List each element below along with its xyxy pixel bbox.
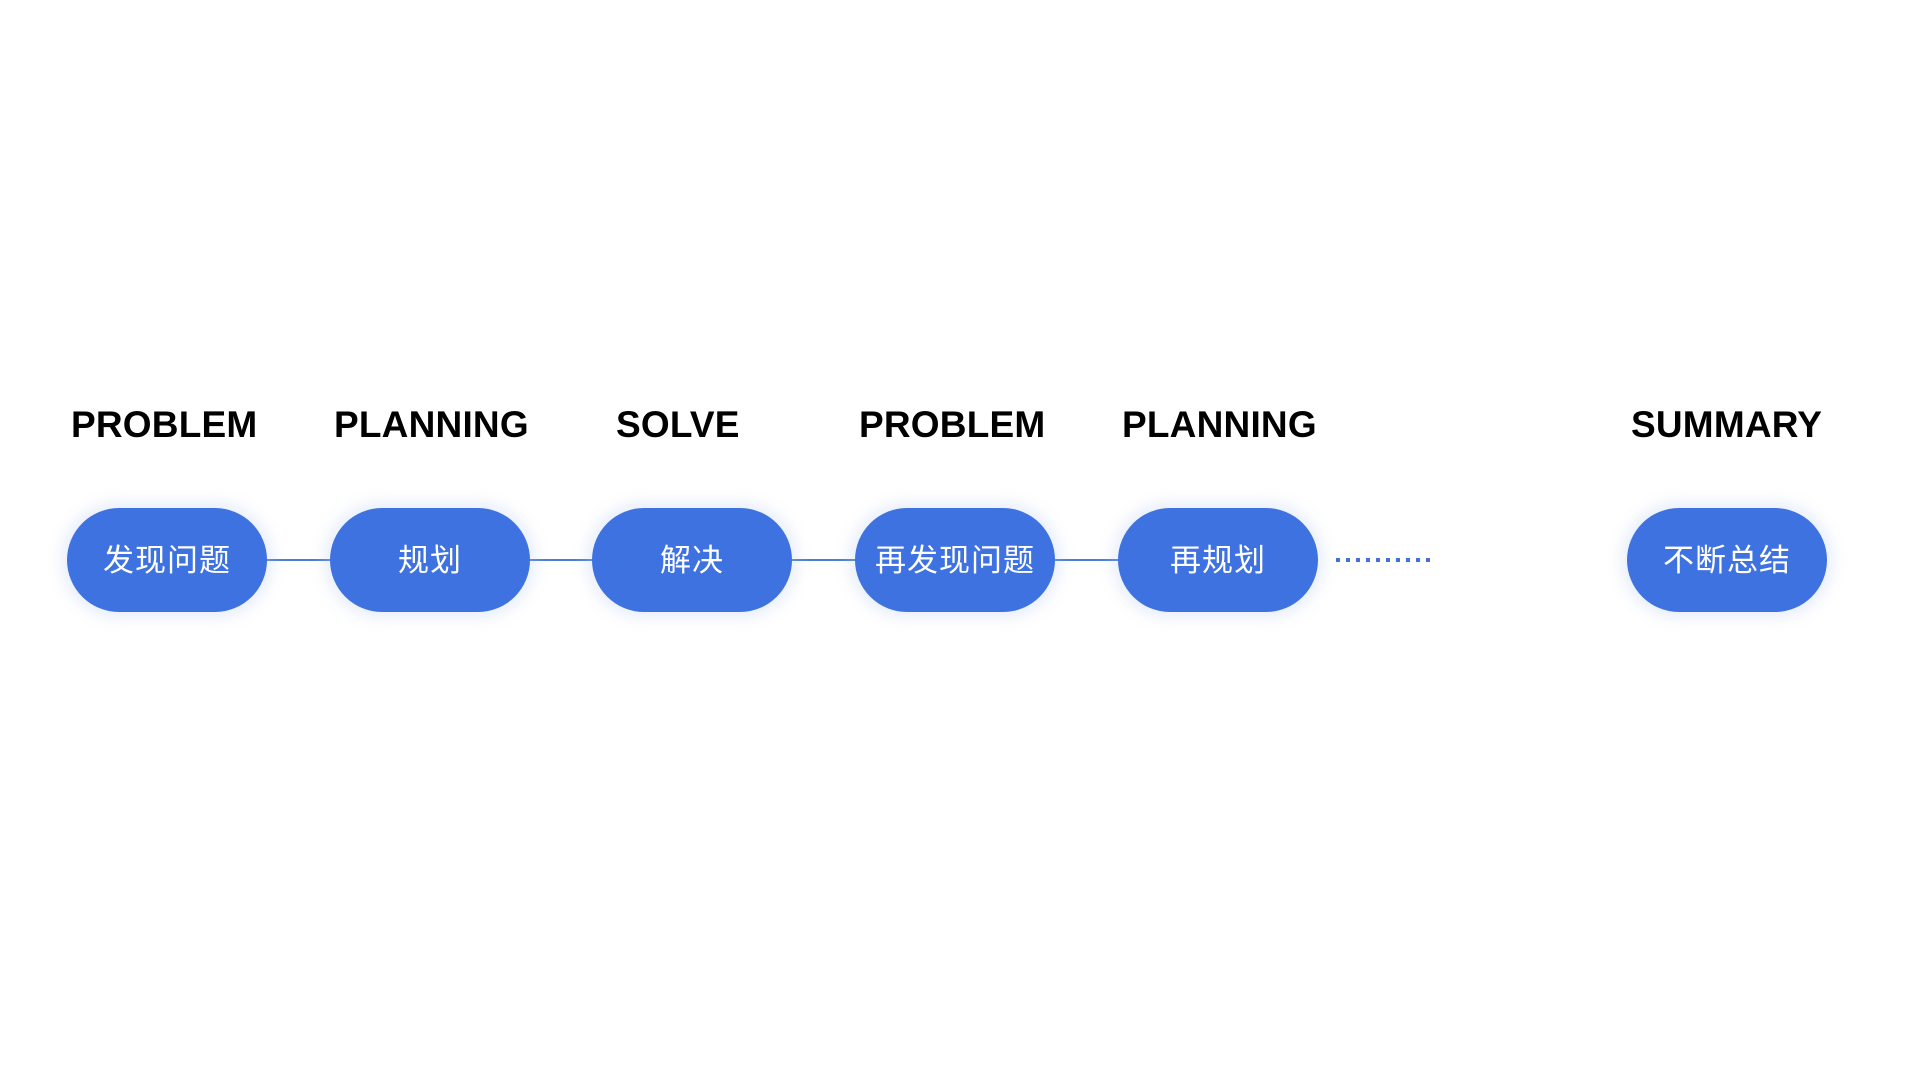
flow-stage: PLANNING 再规划 [1118, 400, 1318, 630]
flow-stage: SOLVE 解决 [592, 400, 792, 630]
stage-node-label: 再发现问题 [875, 542, 1035, 578]
flow-stage: PROBLEM 发现问题 [67, 400, 267, 630]
stage-node-pill[interactable]: 再发现问题 [855, 508, 1055, 612]
stage-node-label: 再规划 [1170, 542, 1266, 578]
stage-label: PLANNING [1122, 404, 1317, 445]
stage-node-pill[interactable]: 解决 [592, 508, 792, 612]
flow-stage: SUMMARY 不断总结 [1627, 400, 1827, 630]
flow-connector-dotted [1336, 558, 1436, 562]
flow-connector [265, 559, 332, 561]
flow-connector [790, 559, 857, 561]
stage-label: PLANNING [334, 404, 529, 445]
stage-node-pill[interactable]: 规划 [330, 508, 530, 612]
stage-node-label: 规划 [398, 542, 462, 578]
flow-connector [1053, 559, 1120, 561]
process-flow: PROBLEM 发现问题 PLANNING 规划 SOLVE 解决 PROBLEM 再发现问题… [0, 400, 1920, 630]
stage-label: SOLVE [616, 404, 740, 445]
stage-node-pill[interactable]: 不断总结 [1627, 508, 1827, 612]
stage-node-label: 不断总结 [1663, 542, 1791, 578]
flow-stage: PLANNING 规划 [330, 400, 530, 630]
stage-label: PROBLEM [71, 404, 258, 445]
flow-connector [528, 559, 595, 561]
stage-node-label: 解决 [660, 542, 724, 578]
stage-label: SUMMARY [1631, 404, 1823, 445]
flow-stage: PROBLEM 再发现问题 [855, 400, 1055, 630]
stage-node-pill[interactable]: 发现问题 [67, 508, 267, 612]
stage-node-pill[interactable]: 再规划 [1118, 508, 1318, 612]
stage-label: PROBLEM [859, 404, 1046, 445]
stage-node-label: 发现问题 [103, 542, 231, 578]
